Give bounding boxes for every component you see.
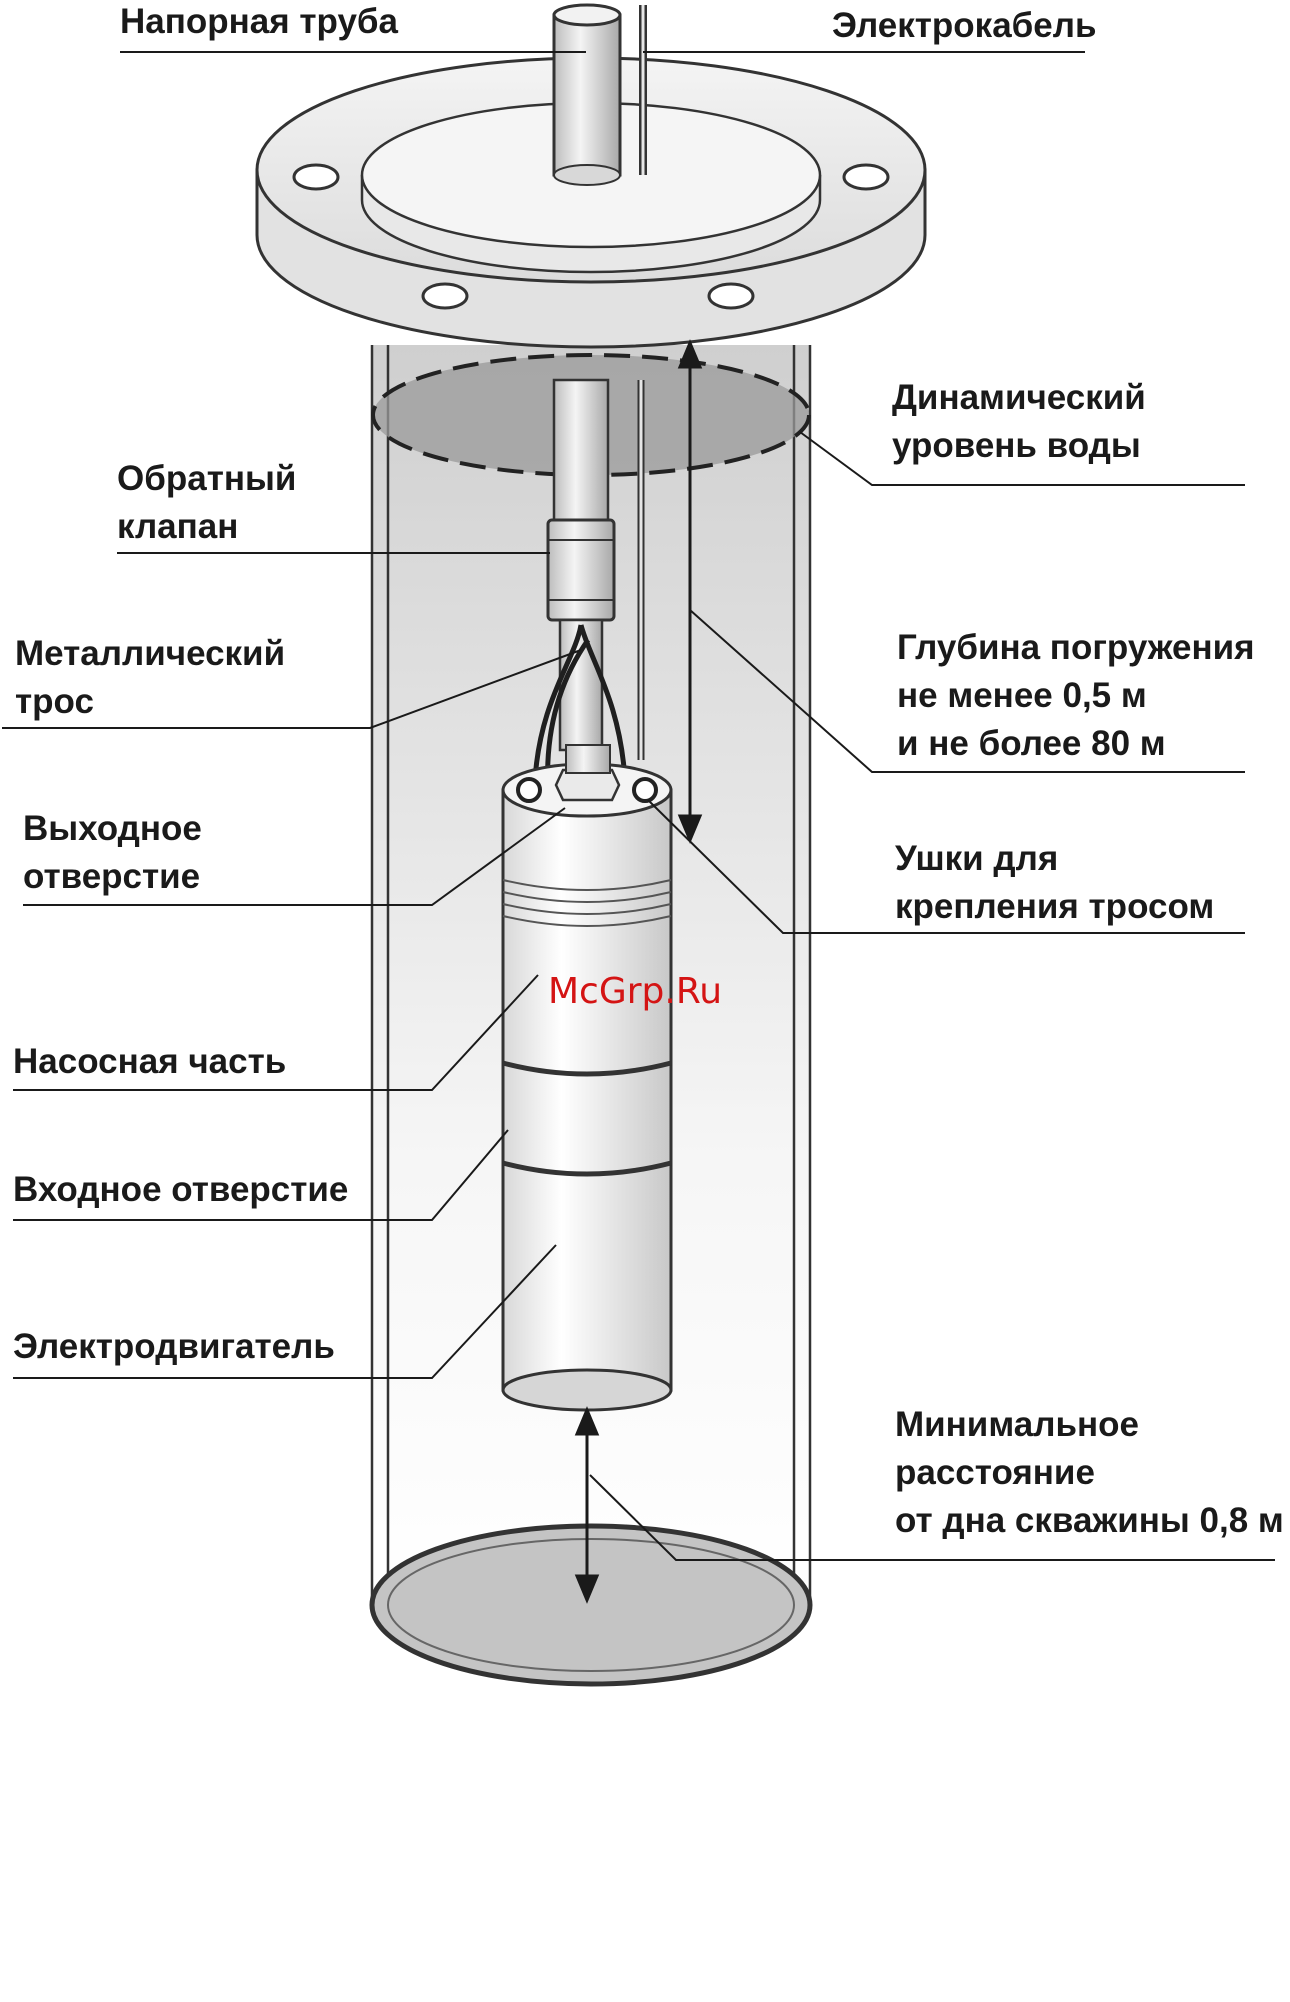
label-motor: Электродвигатель bbox=[13, 1327, 335, 1366]
watermark: McGrp.Ru bbox=[548, 971, 722, 1012]
submersible-pump bbox=[503, 745, 671, 1410]
label-pressure-pipe: Напорная труба bbox=[120, 2, 399, 41]
outlet-nut bbox=[556, 770, 619, 800]
label-lugs-line2: крепления тросом bbox=[895, 887, 1214, 926]
flange-bolt-hole bbox=[294, 165, 338, 189]
label-lugs-line1: Ушки для bbox=[895, 839, 1058, 878]
check-valve-body bbox=[548, 520, 614, 620]
flange-bolt-hole bbox=[709, 284, 753, 308]
label-metal-rope-line1: Металлический bbox=[15, 634, 285, 673]
label-inlet: Входное отверстие bbox=[13, 1170, 348, 1209]
label-dynamic-level-line2: уровень воды bbox=[892, 426, 1141, 465]
rope-lug-left bbox=[518, 779, 540, 801]
label-depth-line2: не менее 0,5 м bbox=[897, 676, 1147, 715]
rope-lug-right bbox=[634, 779, 656, 801]
pressure-pipe-upper bbox=[554, 5, 620, 185]
label-check-valve-line2: клапан bbox=[117, 507, 238, 546]
label-pump-part: Насосная часть bbox=[13, 1042, 286, 1081]
well-bottom bbox=[372, 1526, 810, 1684]
flange-bolt-hole bbox=[423, 284, 467, 308]
label-outlet-line1: Выходное bbox=[23, 809, 202, 848]
label-min-distance-line3: от дна скважины 0,8 м bbox=[895, 1501, 1284, 1540]
label-check-valve-line1: Обратный bbox=[117, 459, 296, 498]
label-depth-line3: и не более 80 м bbox=[897, 724, 1166, 763]
flange-bolt-hole bbox=[844, 165, 888, 189]
label-min-distance-line2: расстояние bbox=[895, 1453, 1095, 1492]
label-dynamic-level-line1: Динамический bbox=[892, 378, 1146, 417]
label-depth-line1: Глубина погружения bbox=[897, 628, 1255, 667]
label-outlet-line2: отверстие bbox=[23, 857, 200, 896]
label-metal-rope-line2: трос bbox=[15, 682, 94, 721]
label-min-distance-line1: Минимальное bbox=[895, 1405, 1139, 1444]
label-electric-cable: Электрокабель bbox=[832, 6, 1097, 45]
